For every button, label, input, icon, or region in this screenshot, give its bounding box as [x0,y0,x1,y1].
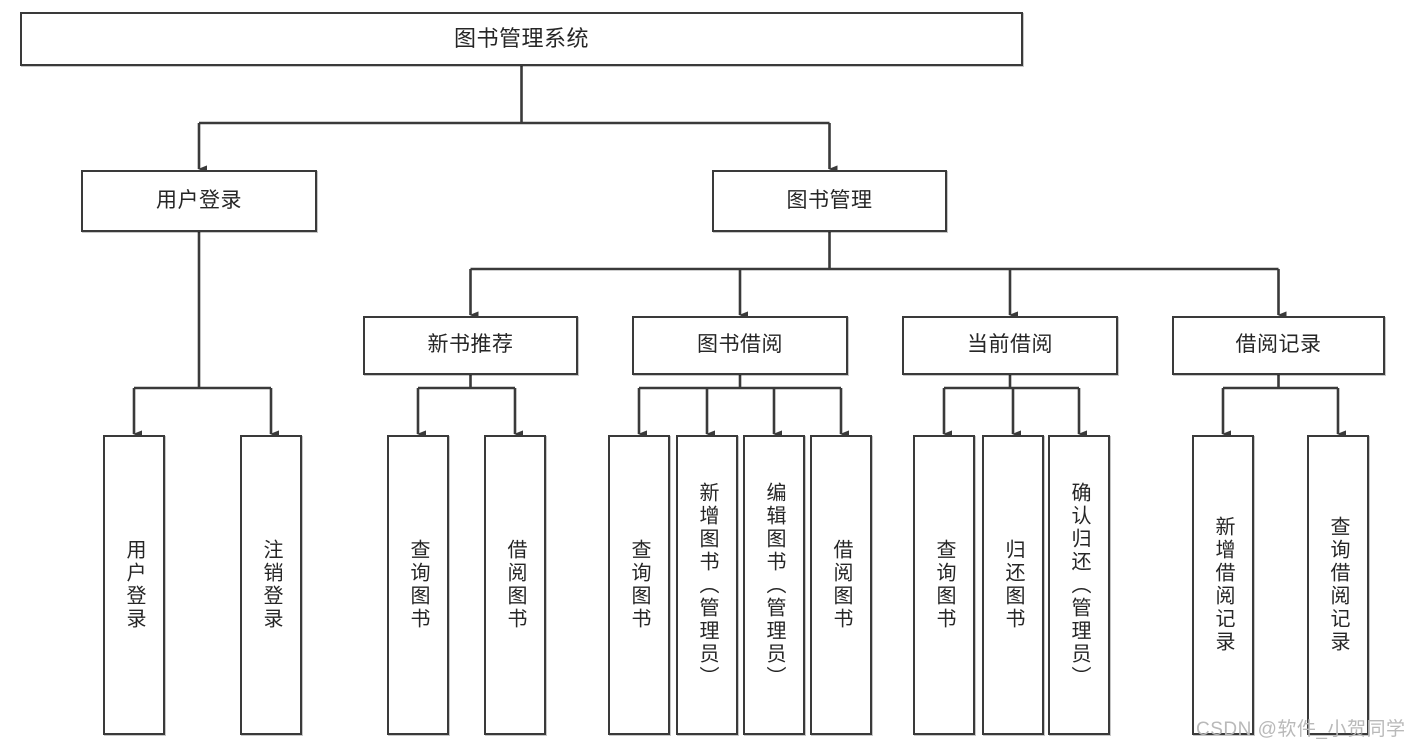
node-borrow[interactable]: 图书借阅 [632,316,848,375]
node-leaf-2[interactable]: 注销登录 [240,435,302,735]
node-label: 查询图书 [407,539,429,631]
node-label: 图书管理 [786,188,873,212]
watermark: CSDN @软件_小贺同学 [1196,719,1405,740]
node-label: 新增图书（管理员） [696,481,718,689]
node-label: 用户登录 [123,539,145,631]
node-label: 图书管理系统 [453,26,589,52]
node-label: 查询借阅记录 [1327,516,1349,654]
node-label: 查询图书 [628,539,650,631]
node-bookmgmt[interactable]: 图书管理 [712,170,947,232]
node-leaf-7[interactable]: 编辑图书（管理员） [743,435,805,735]
node-leaf-8[interactable]: 借阅图书 [810,435,872,735]
node-newbook[interactable]: 新书推荐 [363,316,578,375]
node-current[interactable]: 当前借阅 [902,316,1118,375]
node-leaf-4[interactable]: 借阅图书 [484,435,546,735]
node-leaf-11[interactable]: 确认归还（管理员） [1048,435,1110,735]
node-leaf-13[interactable]: 查询借阅记录 [1307,435,1369,735]
node-records[interactable]: 借阅记录 [1172,316,1385,375]
node-label: 当前借阅 [967,333,1053,357]
node-leaf-1[interactable]: 用户登录 [103,435,165,735]
node-label: 图书借阅 [697,333,783,357]
node-leaf-3[interactable]: 查询图书 [387,435,449,735]
node-label: 编辑图书（管理员） [763,481,785,689]
node-label: 查询图书 [933,539,955,631]
node-label: 借阅记录 [1235,333,1322,357]
node-leaf-10[interactable]: 归还图书 [982,435,1044,735]
node-label: 归还图书 [1002,539,1024,631]
node-leaf-9[interactable]: 查询图书 [913,435,975,735]
node-label: 用户登录 [156,188,242,212]
node-leaf-5[interactable]: 查询图书 [608,435,670,735]
node-label: 确认归还（管理员） [1068,481,1090,689]
node-label: 借阅图书 [504,539,526,631]
node-label: 新书推荐 [427,333,514,357]
node-label: 注销登录 [260,539,282,631]
node-login[interactable]: 用户登录 [81,170,317,232]
node-label: 新增借阅记录 [1212,516,1234,654]
node-label: 借阅图书 [830,539,852,631]
node-leaf-12[interactable]: 新增借阅记录 [1192,435,1254,735]
node-root[interactable]: 图书管理系统 [20,12,1023,66]
node-leaf-6[interactable]: 新增图书（管理员） [676,435,738,735]
